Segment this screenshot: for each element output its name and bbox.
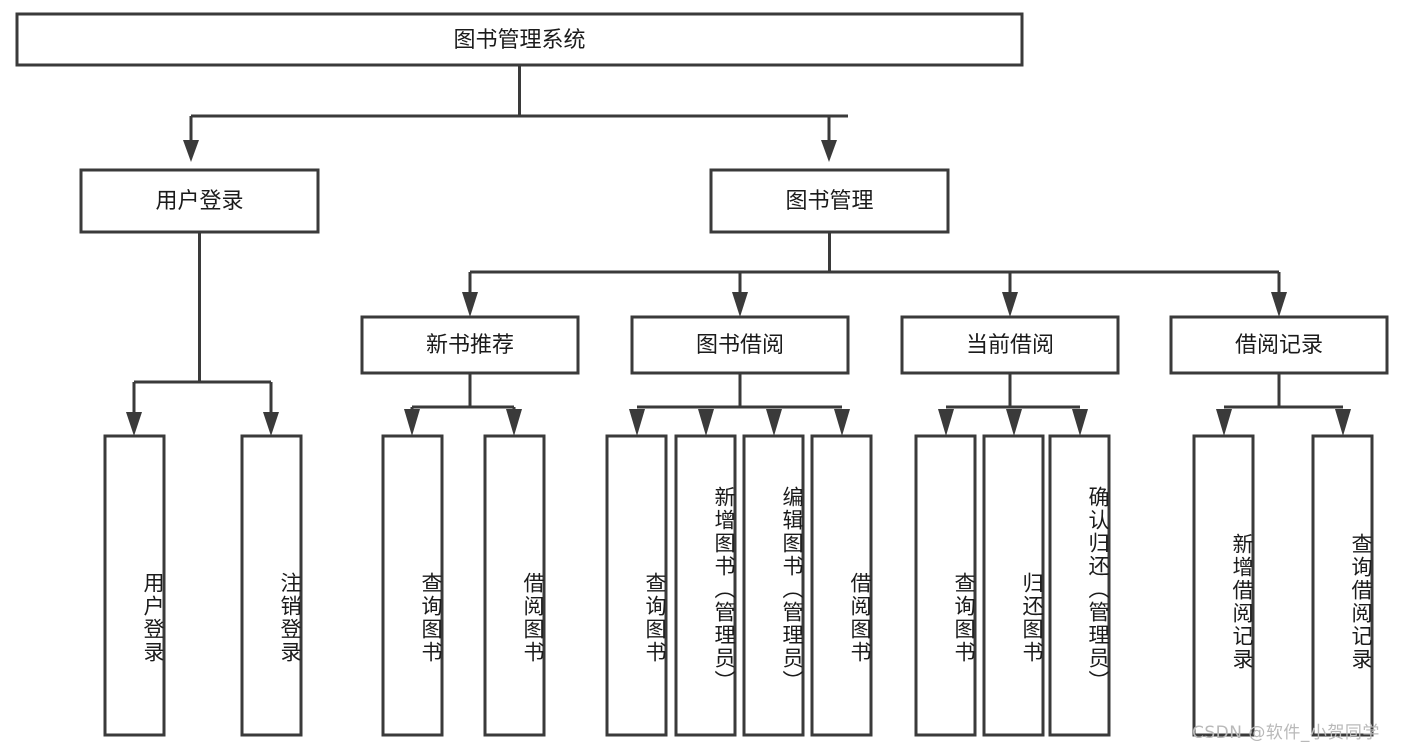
arrowhead-leaf-user-login [126,412,142,436]
node-book-management-label: 图书管理 [785,189,873,214]
leaf-box-bb-add-book[interactable] [674,434,737,737]
leaf-box-bb-edit-book[interactable] [742,434,805,737]
node-user-login-label: 用户登录 [155,189,243,214]
arrowhead-nb-leaf-2 [506,409,522,436]
node-new-book-recommend-label: 新书推荐 [426,333,514,358]
node-root-label: 图书管理系统 [453,28,585,53]
arrowhead-bb-leaf-4 [834,409,850,436]
leaf-box-user-login[interactable] [103,434,166,737]
node-book-borrow-label: 图书借阅 [696,333,784,358]
leaf-box-nb-query-book[interactable] [381,434,444,737]
connector-new-book-to-leaves [404,373,522,436]
leaf-box-bb-borrow-book[interactable] [810,434,873,737]
arrowhead-br-leaf-2 [1335,409,1351,436]
connector-root-to-level2 [183,65,848,162]
arrowhead-bb-leaf-3 [766,409,782,436]
leaf-box-cb-query-book[interactable] [914,434,977,737]
leaf-box-cb-return-book[interactable] [982,434,1045,737]
arrowhead-book-mgmt [821,140,837,162]
node-book-management-box[interactable] [709,168,950,234]
arrowhead-nb-leaf-1 [404,409,420,436]
node-current-borrow-label: 当前借阅 [966,333,1054,358]
node-borrow-record-box[interactable] [1169,315,1389,375]
node-root[interactable]: 图书管理系统 [15,12,1024,67]
leaf-box-bb-query-book[interactable] [605,434,668,737]
leaf-box-logout[interactable] [240,434,303,737]
arrowhead-cb-leaf-1 [938,409,954,436]
node-current-borrow[interactable]: 当前借阅 [900,315,1120,375]
arrowhead-leaf-logout [263,412,279,436]
arrowhead-cb-leaf-2 [1006,409,1022,436]
leaf-box-cb-confirm-return[interactable] [1048,434,1111,737]
node-book-borrow[interactable]: 图书借阅 [630,315,850,375]
arrowhead-bb-leaf-2 [698,409,714,436]
node-borrow-record[interactable]: 借阅记录 [1169,315,1389,375]
arrowhead-borrow-record [1271,292,1287,317]
leaf-box-br-add-record[interactable] [1192,434,1255,737]
node-root-box[interactable] [15,12,1024,67]
node-user-login[interactable]: 用户登录 [79,168,320,234]
connector-user-login-to-leaves [126,232,279,436]
leaf-box-br-query-record[interactable] [1311,434,1374,737]
arrowhead-book-borrow [732,292,748,317]
node-book-management[interactable]: 图书管理 [709,168,950,234]
arrowhead-current-borrow [1002,292,1018,317]
connector-book-borrow-to-leaves [629,373,850,436]
node-new-book-recommend[interactable]: 新书推荐 [360,315,580,375]
csdn-watermark: CSDN @软件_小贺同学 [1192,723,1380,743]
arrowhead-cb-leaf-3 [1072,409,1088,436]
node-current-borrow-box[interactable] [900,315,1120,375]
connector-current-borrow-to-leaves [938,373,1088,436]
leaf-box-nb-borrow-book[interactable] [483,434,546,737]
node-borrow-record-label: 借阅记录 [1235,333,1323,358]
arrowhead-br-leaf-1 [1216,409,1232,436]
connector-book-mgmt-to-level3 [462,232,1287,317]
arrowhead-new-book [462,292,478,317]
arrowhead-bb-leaf-1 [629,409,645,436]
arrowhead-user-login [183,140,199,162]
node-book-borrow-box[interactable] [630,315,850,375]
node-new-book-recommend-box[interactable] [360,315,580,375]
connector-borrow-record-to-leaves [1216,373,1351,436]
